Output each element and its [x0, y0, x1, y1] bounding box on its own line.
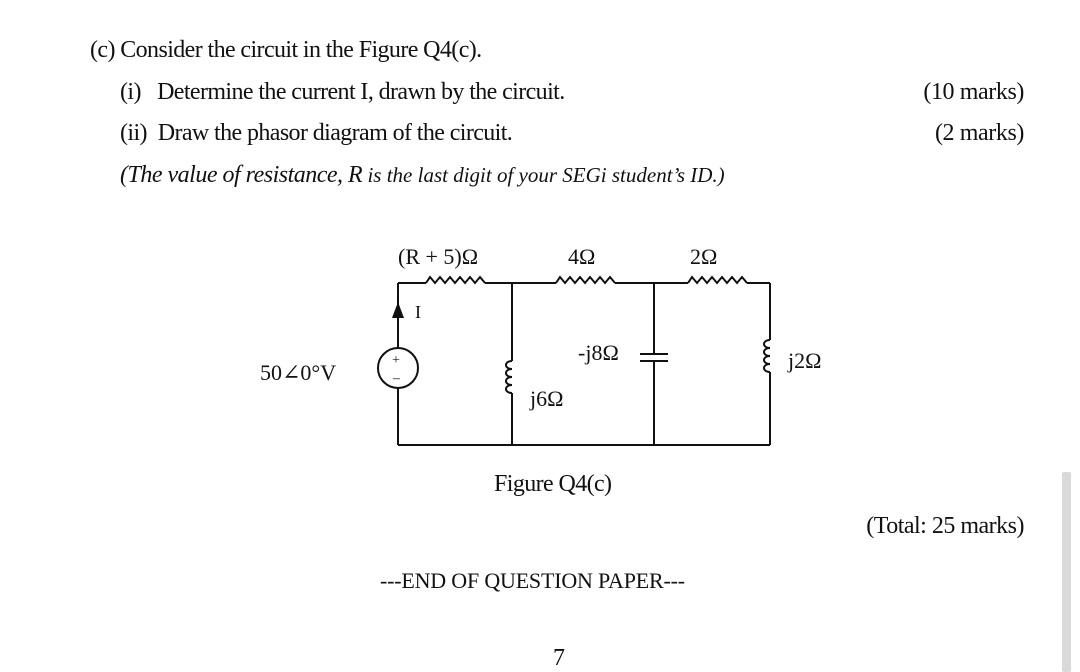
end-of-paper: ---END OF QUESTION PAPER---: [380, 568, 685, 593]
total-marks: (Total: 25 marks): [866, 513, 1024, 539]
circuit-diagram: I + – 50∠0°V (R + 5)Ω 4Ω 2Ω -j8Ω j6Ω j2Ω: [260, 244, 821, 446]
resistor-r3: [687, 275, 748, 285]
l2-label: j2Ω: [787, 348, 821, 373]
r1-label: (R + 5)Ω: [398, 244, 478, 269]
resistor-r2: [555, 275, 616, 285]
resistance-note: (The value of resistance, R is the last …: [120, 163, 725, 187]
sub-question-i: (i) Determine the current I, drawn by th…: [120, 80, 565, 104]
r3-label: 2Ω: [690, 244, 717, 269]
current-arrow-icon: [392, 302, 404, 318]
marks-ii: (2 marks): [934, 120, 1024, 146]
scrollbar[interactable]: [1062, 472, 1071, 672]
plus-sign: +: [392, 353, 400, 368]
sub-label: (ii): [120, 120, 148, 146]
l1-label: j6Ω: [529, 386, 563, 411]
current-label: I: [415, 302, 421, 322]
source-label: 50∠0°V: [260, 360, 336, 385]
c1-label: -j8Ω: [578, 340, 619, 365]
figure-caption: Figure Q4(c): [494, 471, 612, 497]
inductor-l2: [763, 339, 771, 373]
marks-i: (10 marks): [923, 79, 1024, 105]
resistor-r1: [425, 275, 486, 285]
part-label: (c): [90, 37, 115, 63]
sub-text: Determine the current I, drawn by the ci…: [157, 79, 565, 105]
note-rest: is the last digit of your SEGi student’s…: [362, 163, 725, 187]
sub-question-ii: (ii) Draw the phasor diagram of the circ…: [120, 120, 513, 146]
note-lead: (The value of resistance, R: [120, 162, 363, 188]
inductor-l1: [505, 360, 513, 394]
question-c-header: (c) Consider the circuit in the Figure Q…: [90, 38, 482, 62]
voltage-source: [377, 347, 419, 389]
sub-text: Draw the phasor diagram of the circuit.: [157, 120, 513, 146]
page-number: 7: [553, 645, 565, 671]
minus-sign: –: [392, 371, 401, 386]
r2-label: 4Ω: [568, 244, 595, 269]
question-text: Consider the circuit in the Figure Q4(c)…: [120, 37, 482, 63]
sub-label: (i): [120, 79, 141, 105]
